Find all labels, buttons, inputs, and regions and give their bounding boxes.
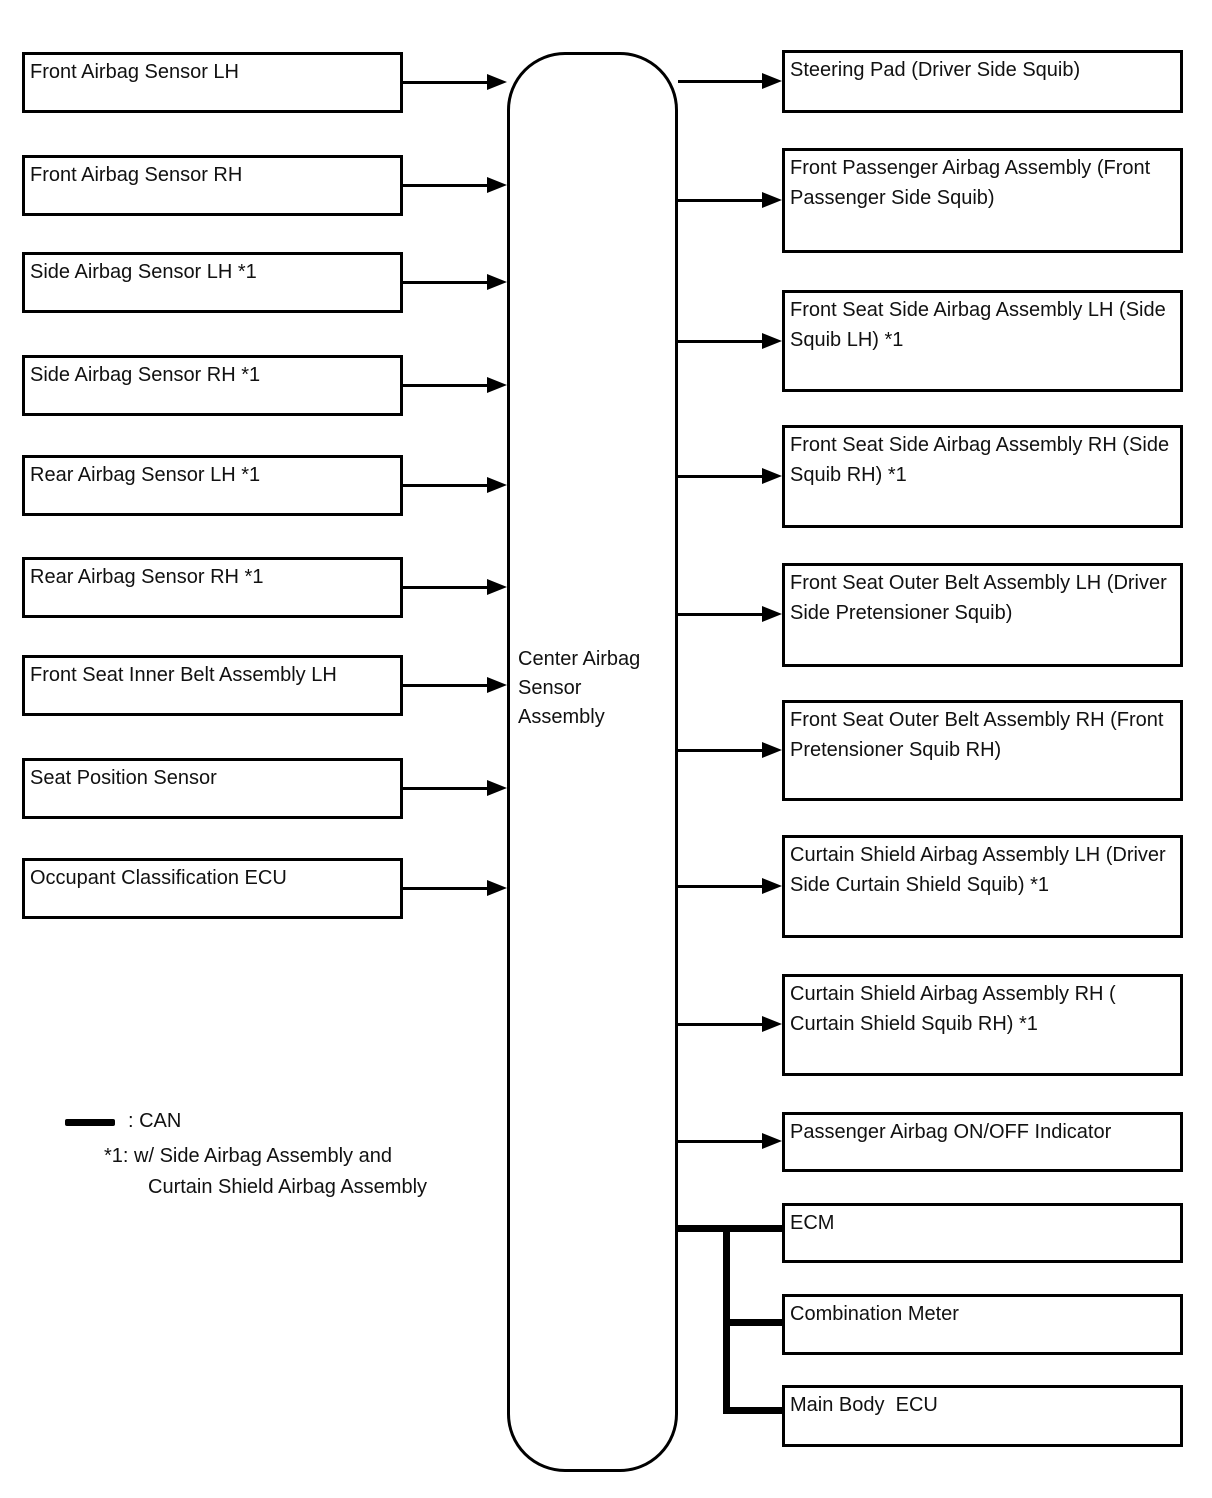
- input-occupant-classification-ecu: Occupant Classification ECU: [22, 858, 403, 919]
- arrowhead-icon: [487, 579, 507, 595]
- arrowhead-icon: [487, 780, 507, 796]
- arrowhead-icon: [762, 333, 782, 349]
- output-label: Curtain Shield Airbag Assembly LH (Drive…: [790, 844, 1172, 896]
- output-front-seat-outer-belt-assembly-lh: Front Seat Outer Belt Assembly LH (Drive…: [782, 563, 1183, 667]
- output-front-seat-side-airbag-assembly-rh: Front Seat Side Airbag Assembly RH (Side…: [782, 425, 1183, 528]
- connector-line: [403, 484, 489, 487]
- output-passenger-airbag-on-off-indicator: Passenger Airbag ON/OFF Indicator: [782, 1112, 1183, 1172]
- output-steering-pad: Steering Pad (Driver Side Squib): [782, 50, 1183, 113]
- legend-can-label: : CAN: [128, 1110, 182, 1132]
- arrowhead-icon: [487, 74, 507, 90]
- output-label: Front Seat Side Airbag Assembly LH (Side…: [790, 299, 1172, 351]
- connector-line: [403, 586, 489, 589]
- arrowhead-icon: [487, 274, 507, 290]
- arrowhead-icon: [487, 477, 507, 493]
- connector-line: [678, 80, 764, 83]
- output-label: Front Seat Outer Belt Assembly RH (Front…: [790, 709, 1170, 761]
- arrowhead-icon: [762, 606, 782, 622]
- connector-line: [678, 475, 764, 478]
- arrowhead-icon: [487, 677, 507, 693]
- output-front-seat-side-airbag-assembly-lh: Front Seat Side Airbag Assembly LH (Side…: [782, 290, 1183, 392]
- output-curtain-shield-airbag-assembly-lh: Curtain Shield Airbag Assembly LH (Drive…: [782, 835, 1183, 938]
- connector-line: [403, 281, 489, 284]
- output-label: Combination Meter: [790, 1303, 959, 1325]
- output-front-passenger-airbag-assembly: Front Passenger Airbag Assembly (Front P…: [782, 148, 1183, 253]
- output-ecm: ECM: [782, 1203, 1183, 1263]
- arrowhead-icon: [762, 73, 782, 89]
- can-bus-branch: [723, 1319, 782, 1326]
- center-airbag-sensor-assembly: Center Airbag Sensor Assembly: [507, 52, 678, 1472]
- output-label: Front Passenger Airbag Assembly (Front P…: [790, 157, 1156, 209]
- arrowhead-icon: [762, 1133, 782, 1149]
- output-label: Front Seat Outer Belt Assembly LH (Drive…: [790, 572, 1173, 624]
- can-bus-line: [678, 1225, 782, 1232]
- input-label: Rear Airbag Sensor RH *1: [30, 566, 264, 588]
- connector-line: [678, 1140, 764, 1143]
- center-unit-label: Center Airbag Sensor Assembly: [518, 648, 641, 728]
- legend-note-line1: *1: w/ Side Airbag Assembly and: [104, 1145, 392, 1167]
- arrowhead-icon: [762, 1016, 782, 1032]
- arrowhead-icon: [762, 742, 782, 758]
- input-label: Front Airbag Sensor LH: [30, 61, 239, 83]
- connector-line: [678, 885, 764, 888]
- input-label: Occupant Classification ECU: [30, 867, 287, 889]
- arrowhead-icon: [762, 878, 782, 894]
- input-rear-airbag-sensor-rh: Rear Airbag Sensor RH *1: [22, 557, 403, 618]
- arrowhead-icon: [762, 468, 782, 484]
- input-front-airbag-sensor-rh: Front Airbag Sensor RH: [22, 155, 403, 216]
- input-label: Front Seat Inner Belt Assembly LH: [30, 664, 337, 686]
- output-label: Steering Pad (Driver Side Squib): [790, 59, 1081, 81]
- output-label: Passenger Airbag ON/OFF Indicator: [790, 1121, 1112, 1143]
- output-label: Curtain Shield Airbag Assembly RH ( Curt…: [790, 983, 1122, 1035]
- input-label: Front Airbag Sensor RH: [30, 164, 243, 186]
- connector-line: [403, 81, 489, 84]
- output-label: ECM: [790, 1212, 835, 1234]
- output-label: Main Body ECU: [790, 1394, 938, 1416]
- connector-line: [678, 199, 764, 202]
- output-curtain-shield-airbag-assembly-rh: Curtain Shield Airbag Assembly RH ( Curt…: [782, 974, 1183, 1076]
- input-rear-airbag-sensor-lh: Rear Airbag Sensor LH *1: [22, 455, 403, 516]
- input-label: Side Airbag Sensor RH *1: [30, 364, 261, 386]
- connector-line: [678, 340, 764, 343]
- input-side-airbag-sensor-lh: Side Airbag Sensor LH *1: [22, 252, 403, 313]
- output-main-body-ecu: Main Body ECU: [782, 1385, 1183, 1447]
- input-front-airbag-sensor-lh: Front Airbag Sensor LH: [22, 52, 403, 113]
- legend-note-line2: Curtain Shield Airbag Assembly: [148, 1176, 428, 1198]
- can-bus-branch: [723, 1407, 782, 1414]
- connector-line: [403, 384, 489, 387]
- arrowhead-icon: [487, 377, 507, 393]
- output-combination-meter: Combination Meter: [782, 1294, 1183, 1355]
- connector-line: [403, 787, 489, 790]
- connector-line: [403, 184, 489, 187]
- arrowhead-icon: [487, 177, 507, 193]
- connector-line: [403, 684, 489, 687]
- connector-line: [403, 887, 489, 890]
- input-seat-position-sensor: Seat Position Sensor: [22, 758, 403, 819]
- can-line-swatch-icon: [65, 1119, 115, 1126]
- input-label: Side Airbag Sensor LH *1: [30, 261, 257, 283]
- arrowhead-icon: [762, 192, 782, 208]
- output-front-seat-outer-belt-assembly-rh: Front Seat Outer Belt Assembly RH (Front…: [782, 700, 1183, 801]
- output-label: Front Seat Side Airbag Assembly RH (Side…: [790, 434, 1175, 486]
- connector-line: [678, 1023, 764, 1026]
- input-front-seat-inner-belt-assembly-lh: Front Seat Inner Belt Assembly LH: [22, 655, 403, 716]
- connector-line: [678, 749, 764, 752]
- input-side-airbag-sensor-rh: Side Airbag Sensor RH *1: [22, 355, 403, 416]
- input-label: Seat Position Sensor: [30, 767, 217, 789]
- connector-line: [678, 613, 764, 616]
- arrowhead-icon: [487, 880, 507, 896]
- input-label: Rear Airbag Sensor LH *1: [30, 464, 261, 486]
